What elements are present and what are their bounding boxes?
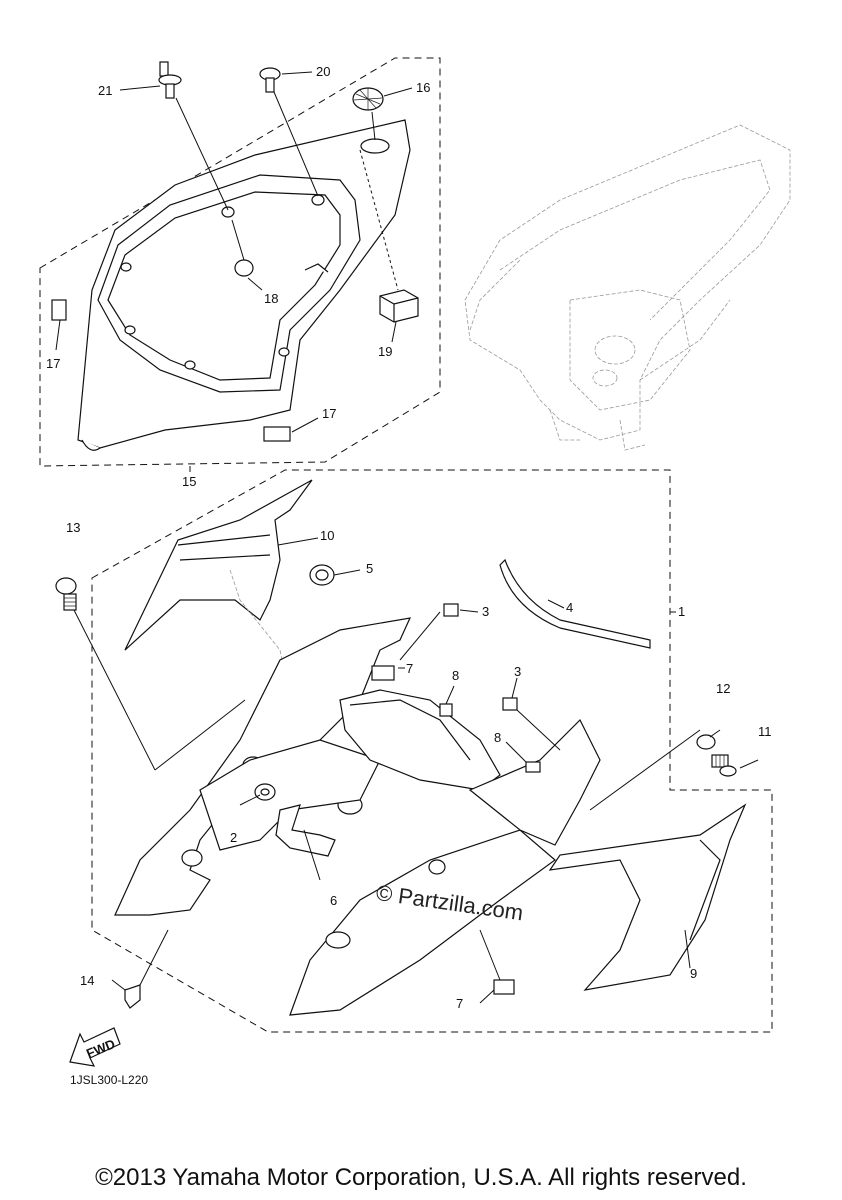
part-20-bolt: [259, 67, 281, 93]
callout-8-upper: 8: [452, 668, 459, 683]
callout-3-lower: 3: [514, 664, 521, 679]
part-callouts: 21 20 16 18 17 19 17 15 13 10 5 3 4 1 7 …: [46, 64, 772, 1011]
callout-20: 20: [316, 64, 330, 79]
upper-leaders: [55, 71, 413, 472]
inner-bracket: [339, 689, 501, 791]
part-7-pad-upper: [371, 665, 395, 681]
callout-10: 10: [320, 528, 334, 543]
callout-18: 18: [264, 291, 278, 306]
part-8-clip-upper: [439, 703, 453, 717]
part-3-clip-upper: [443, 603, 459, 617]
callout-5: 5: [366, 561, 373, 576]
part-7-pad-lower: [493, 979, 515, 995]
part-5-grommet: [309, 564, 335, 586]
part-8-clip-lower: [525, 761, 541, 773]
callout-2: 2: [230, 830, 237, 845]
part-2-washer: [254, 783, 276, 801]
callout-14: 14: [80, 973, 94, 988]
part-10-upper-cover: [124, 479, 313, 701]
part-17-pad-left: [51, 299, 67, 321]
part-19-block: [379, 289, 419, 323]
callout-12: 12: [716, 681, 730, 696]
callout-3-upper: 3: [482, 604, 489, 619]
part-11-bolt: [711, 754, 737, 777]
diagram-code: 1JSL300-L220: [70, 1073, 149, 1087]
callout-17-bottom: 17: [322, 406, 336, 421]
part-14-clip: [124, 984, 141, 1009]
main-side-cover: [114, 617, 412, 916]
callout-17-left: 17: [46, 356, 60, 371]
callout-7-lower: 7: [456, 996, 463, 1011]
callout-7-upper: 7: [406, 661, 413, 676]
callout-9: 9: [690, 966, 697, 981]
part-17-pad-bottom: [263, 426, 291, 442]
lower-side-panel: [289, 718, 601, 1016]
callout-4: 4: [566, 600, 573, 615]
part-12-washer: [696, 734, 716, 750]
motorcycle-frame-reference: [464, 124, 791, 451]
part-4-trim-strip: [499, 558, 651, 649]
callout-16: 16: [416, 80, 430, 95]
callout-21: 21: [98, 83, 112, 98]
callout-13: 13: [66, 520, 80, 535]
callout-1: 1: [678, 604, 685, 619]
callout-19: 19: [378, 344, 392, 359]
callout-11: 11: [758, 724, 772, 739]
seat-cowl-frame: [77, 119, 411, 451]
callout-8-lower: 8: [494, 730, 501, 745]
part-18-nut: [234, 259, 254, 277]
part-21-rivet: [158, 61, 182, 99]
part-13-rivet: [55, 577, 77, 611]
part-6-seal: [275, 804, 336, 857]
part-3-clip-lower: [502, 697, 518, 711]
part-9-lower-cowl: [548, 803, 747, 991]
copyright-notice: ©2013 Yamaha Motor Corporation, U.S.A. A…: [95, 1164, 747, 1191]
assembly-15-boundary: [39, 57, 441, 467]
callout-15: 15: [182, 474, 196, 489]
lower-leaders: [73, 537, 759, 1004]
callout-6: 6: [330, 893, 337, 908]
part-16-grommet: [352, 87, 384, 111]
fwd-arrow-icon: FWD: [69, 1027, 121, 1067]
